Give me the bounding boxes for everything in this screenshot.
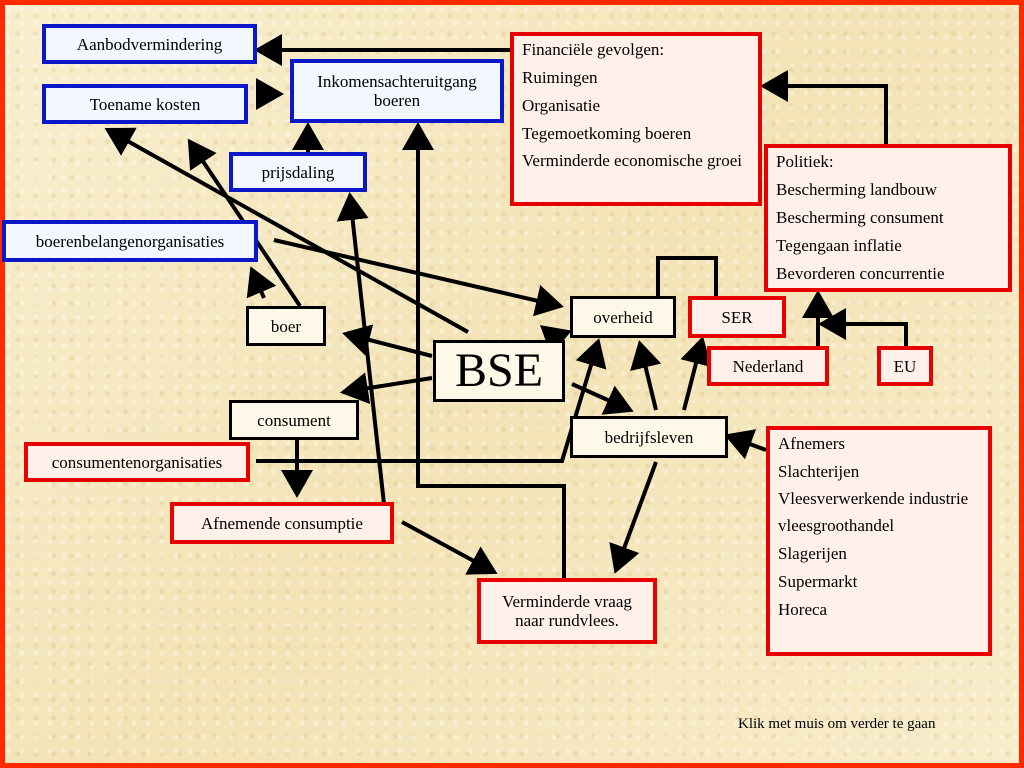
afnemers-item: Slagerijen <box>778 544 847 563</box>
arrow-bse-to-toename <box>104 127 469 334</box>
click-to-continue-hint[interactable]: Klik met muis om verder te gaan <box>738 716 936 732</box>
afnemers-item: vleesgroothandel <box>778 516 895 535</box>
afnemers-item: Vleesverwerkende industrie <box>778 489 969 508</box>
arrow-afnemende-to-verminderde <box>401 520 498 575</box>
ser-label: SER <box>721 307 753 327</box>
arrow-politiek-to-financieel <box>760 70 888 144</box>
arrow-consumentenorg-to-overheid <box>256 338 607 463</box>
afnemende-consumptie-label: Afnemende consumptie <box>201 513 363 533</box>
politiek-item: Bevorderen concurrentie <box>776 264 945 283</box>
consumentenorganisaties-box: consumentenorganisaties <box>24 442 250 482</box>
arrow-verminderde-to-inkomens <box>402 122 566 580</box>
afnemers-item: Supermarkt <box>778 572 858 591</box>
verminderde-vraag-box: Verminderde vraag naar rundvlees. <box>477 578 657 644</box>
bse-label: BSE <box>454 344 544 397</box>
politiek-item: Bescherming consument <box>776 208 944 227</box>
ser-box: SER <box>688 296 786 338</box>
arrow-afnemende-to-prijsdaling <box>336 192 386 505</box>
toename-kosten-box: Toename kosten <box>42 84 248 124</box>
afnemers-box: Afnemers Slachterijen Vleesverwerkende i… <box>766 426 992 656</box>
financiele-item: Tegemoetkoming boeren <box>522 124 692 143</box>
afnemers-item: Slachterijen <box>778 462 860 481</box>
consument-box: consument <box>229 400 359 440</box>
arrow-eu-to-politiek <box>818 308 908 346</box>
boer-box: boer <box>246 306 326 346</box>
politiek-item: Bescherming landbouw <box>776 180 937 199</box>
boer-label: boer <box>270 316 302 336</box>
politiek-item-title: Politiek: <box>776 152 834 171</box>
nederland-label: Nederland <box>732 356 804 376</box>
arrow-bedrijfsleven-to-overheid <box>630 340 662 411</box>
financiele-item: Verminderde economische groei <box>522 151 742 170</box>
bse-box: BSE <box>433 340 565 402</box>
arrow-boer-to-belangen <box>246 266 277 299</box>
financiele-gevolgen-box: Financiële gevolgen: Ruimingen Organisat… <box>510 32 762 206</box>
arrow-bse-to-overheid <box>539 325 572 356</box>
bedrijfsleven-box: bedrijfsleven <box>570 416 728 458</box>
aanbodvermindering-box: Aanbodvermindering <box>42 24 257 64</box>
politiek-box: Politiek: Bescherming landbouw Beschermi… <box>764 144 1012 292</box>
arrow-bedrijfsleven-to-verminderde <box>609 461 658 574</box>
prijsdaling-label: prijsdaling <box>261 162 335 182</box>
link-overheid-ser <box>656 256 718 296</box>
arrow-bse-to-bedrijfsleven <box>571 382 634 415</box>
arrow-afnemers-to-bedrijfsleven <box>724 429 767 460</box>
boerenbelangenorganisaties-box: boerenbelangenorganisaties <box>2 220 258 262</box>
eu-label: EU <box>893 356 917 376</box>
consumentenorganisaties-label: consumentenorganisaties <box>51 452 223 472</box>
financiele-item: Organisatie <box>522 96 601 115</box>
arrow-bedrijfsleven-to-ser <box>680 336 712 411</box>
verminderde-vraag-label: Verminderde vraag naar rundvlees. <box>502 592 632 630</box>
prijsdaling-box: prijsdaling <box>229 152 367 192</box>
eu-box: EU <box>877 346 933 386</box>
inkomensachteruitgang-box: Inkomensachteruitgang boeren <box>290 59 504 123</box>
overheid-label: overheid <box>593 307 653 327</box>
bedrijfsleven-label: bedrijfsleven <box>604 427 694 447</box>
toename-kosten-label: Toename kosten <box>89 94 201 114</box>
overheid-box: overheid <box>570 296 676 338</box>
consument-label: consument <box>257 410 331 430</box>
financiele-item: Ruimingen <box>522 68 598 87</box>
afnemers-item: Horeca <box>778 600 828 619</box>
inkomensachteruitgang-label: Inkomensachteruitgang boeren <box>317 72 477 110</box>
financiele-item-title: Financiële gevolgen: <box>522 40 665 59</box>
boerenbelangenorganisaties-label: boerenbelangenorganisaties <box>35 231 225 251</box>
aanbodvermindering-label: Aanbodvermindering <box>76 34 223 54</box>
nederland-box: Nederland <box>707 346 829 386</box>
afnemende-consumptie-box: Afnemende consumptie <box>170 502 394 544</box>
afnemers-item-title: Afnemers <box>778 434 846 453</box>
politiek-item: Tegengaan inflatie <box>776 236 902 255</box>
